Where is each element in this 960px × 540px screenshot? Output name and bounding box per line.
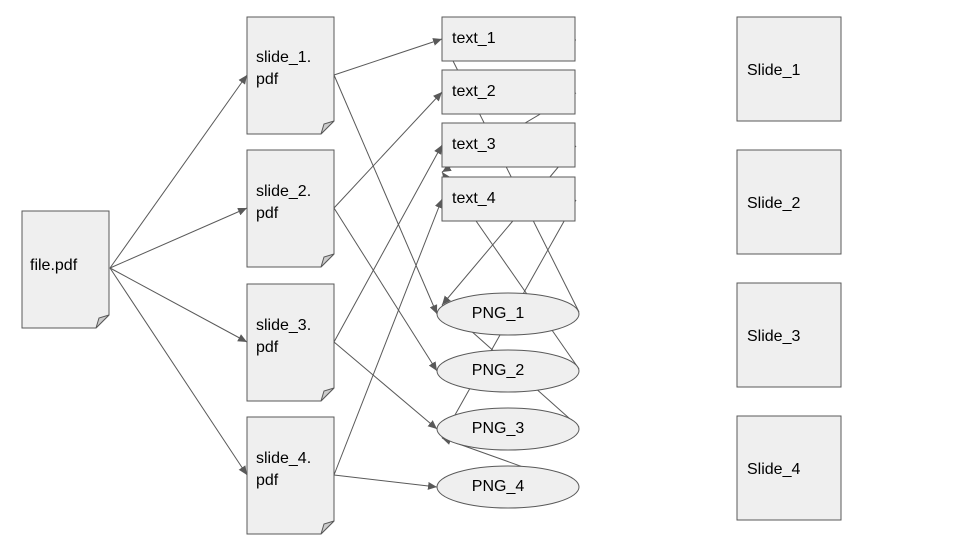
png-3-node-label: PNG_3 xyxy=(471,420,525,437)
file-pdf-node xyxy=(21,210,110,329)
slide-4-node-label: Slide_4 xyxy=(747,461,801,478)
edge-slide-pdf-4-to-text-4 xyxy=(333,198,443,476)
edge-slide-pdf-1-to-text-1 xyxy=(333,38,443,76)
slide-3-node xyxy=(736,282,842,388)
nodes-layer xyxy=(21,16,842,535)
edge-slide-pdf-2-to-text-2 xyxy=(333,91,443,209)
png-4-node-label: PNG_4 xyxy=(471,478,525,495)
slide-2-pdf-node-label: slide_2. pdf xyxy=(256,183,312,222)
slide-1-pdf-node xyxy=(246,16,335,135)
edge-text-3-to-slide-3 xyxy=(441,145,577,306)
slide-2-node xyxy=(736,149,842,255)
text-2-node xyxy=(441,69,576,115)
slide-4-pdf-node-label: slide_4. pdf xyxy=(256,450,312,489)
slide-2-pdf-node xyxy=(246,149,335,268)
slide-4-node xyxy=(736,415,842,521)
png-2-node-label: PNG_2 xyxy=(471,362,525,379)
edge-slide-pdf-4-to-png-4 xyxy=(333,474,438,490)
text-1-node-label: text_1 xyxy=(452,30,496,47)
slide-1-pdf-node-label: slide_1. pdf xyxy=(256,49,312,88)
edge-file-to-slide-pdf-3 xyxy=(109,267,248,343)
edge-slide-pdf-3-to-text-3 xyxy=(333,144,443,343)
edge-slide-pdf-1-to-png-1 xyxy=(333,74,438,315)
png-1-node xyxy=(436,292,580,336)
text-1-node xyxy=(441,16,576,62)
text-4-node xyxy=(441,176,576,222)
file-pdf-node-label: file.pdf xyxy=(30,257,78,274)
slide-2-node-label: Slide_2 xyxy=(747,195,801,212)
edge-file-to-slide-pdf-1 xyxy=(109,74,248,269)
text-3-node-label: text_3 xyxy=(452,136,496,153)
png-2-node xyxy=(436,349,580,393)
text-3-node xyxy=(441,122,576,168)
text-4-node-label: text_4 xyxy=(452,190,496,207)
png-1-node-label: PNG_1 xyxy=(471,305,525,322)
edge-slide-pdf-2-to-png-2 xyxy=(333,207,438,372)
png-3-node xyxy=(436,407,580,451)
edge-file-to-slide-pdf-4 xyxy=(109,267,248,476)
slide-1-node-label: Slide_1 xyxy=(747,62,801,79)
png-4-node xyxy=(436,465,580,509)
slide-3-pdf-node-label: slide_3. pdf xyxy=(256,317,312,356)
slide-1-node xyxy=(736,16,842,122)
text-2-node-label: text_2 xyxy=(452,83,496,100)
slide-4-pdf-node xyxy=(246,416,335,535)
edge-slide-pdf-3-to-png-3 xyxy=(333,341,438,430)
edge-file-to-slide-pdf-2 xyxy=(109,207,248,269)
slide-3-node-label: Slide_3 xyxy=(747,328,801,345)
slide-3-pdf-node xyxy=(246,283,335,402)
